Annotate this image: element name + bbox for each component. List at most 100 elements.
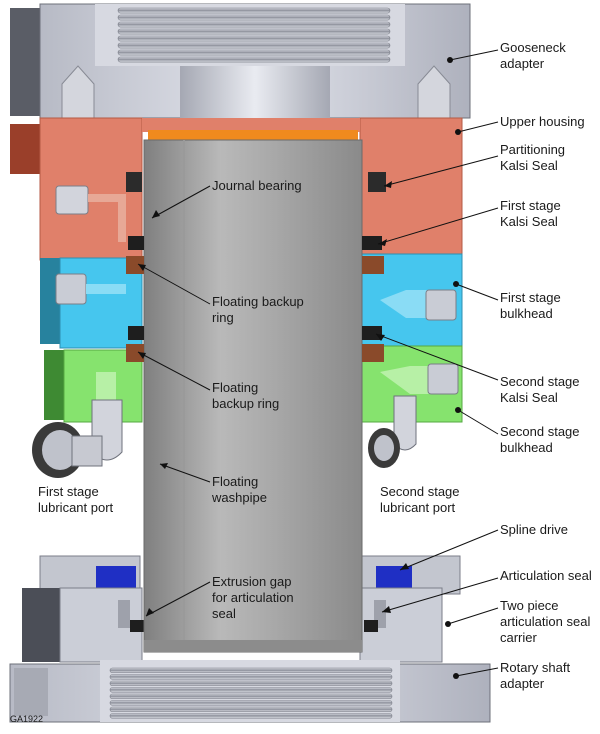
gooseneck-adapter-part <box>10 3 471 119</box>
label-line: ring <box>212 310 234 325</box>
arrow-extrusion-gap <box>146 608 154 616</box>
leader-second-seal <box>375 333 499 381</box>
label-line: adapter <box>500 676 545 691</box>
label-articulation-seal: Articulation seal <box>500 568 592 584</box>
journal-bearing-top <box>148 130 358 140</box>
leader-washpipe <box>159 463 211 483</box>
label-line: Upper housing <box>500 114 585 129</box>
label-line: Kalsi Seal <box>500 158 558 173</box>
leader-articulation-seal <box>381 577 499 613</box>
leader-backup-ring-2 <box>137 351 211 391</box>
upper-housing-top <box>142 118 360 132</box>
thread-ring <box>117 35 391 42</box>
first-port-nut <box>71 435 103 467</box>
arrow-spline-drive <box>400 563 409 570</box>
label-line: First stage <box>500 198 561 213</box>
label-gooseneck-adapter: Gooseneck adapter <box>500 40 566 72</box>
leader-gooseneck <box>449 49 499 61</box>
first-stage-lubricant-port-fitting <box>32 399 123 478</box>
label-line: bulkhead <box>500 440 553 455</box>
label-line: for articulation <box>212 590 294 605</box>
second-stage-seal-right <box>362 326 382 340</box>
arrow-first-seal <box>378 239 387 246</box>
partitioning-seal-left <box>126 172 142 192</box>
washpipe-bottom-lip <box>144 640 362 652</box>
label-line: washpipe <box>212 490 267 505</box>
label-partitioning-kalsi-seal: Partitioning Kalsi Seal <box>500 142 565 174</box>
washpipe-body <box>143 139 363 653</box>
thread-ring <box>117 56 391 63</box>
label-first-stage-lubricant-port: First stage lubricant port <box>38 484 113 516</box>
label-line: lubricant port <box>380 500 456 515</box>
leader-first-seal <box>377 207 499 245</box>
second-bulkhead-right-passage <box>380 366 430 394</box>
floating-washpipe-part <box>143 130 363 653</box>
leader-extrusion-gap <box>145 581 211 617</box>
first-bulkhead-left-passage <box>86 284 126 294</box>
leader-first-bulkhead <box>455 283 499 301</box>
label-extrusion-gap: Extrusion gap for articulation seal <box>212 574 294 622</box>
label-line: bulkhead <box>500 306 553 321</box>
label-first-stage-bulkhead: First stage bulkhead <box>500 290 561 322</box>
arrow-partitioning <box>384 181 392 188</box>
label-second-stage-lubricant-port: Second stage lubricant port <box>380 484 460 516</box>
gooseneck-bore <box>180 66 330 118</box>
first-stage-seal-right <box>362 236 382 250</box>
label-floating-washpipe: Floating washpipe <box>212 474 267 506</box>
label-line: lubricant port <box>38 500 114 515</box>
label-line: carrier <box>500 630 537 645</box>
leader-backup-ring-1 <box>137 263 211 305</box>
rotary-adapter-threads <box>109 667 393 719</box>
backup-ring-1-right <box>362 256 384 274</box>
label-second-stage-kalsi-seal: Second stage Kalsi Seal <box>500 374 580 406</box>
thread-ring <box>109 706 393 712</box>
leader-spline-drive <box>399 529 499 571</box>
thread-ring <box>109 674 393 680</box>
backup-ring-2-right <box>362 344 384 362</box>
rotary-adapter-left-boss <box>14 668 48 716</box>
gooseneck-thread-zone <box>95 4 405 66</box>
label-rotary-shaft-adapter: Rotary shaft adapter <box>500 660 570 692</box>
label-line: Two piece <box>500 598 559 613</box>
label-line: Gooseneck <box>500 40 566 55</box>
upper-port-drill <box>118 194 126 242</box>
label-first-stage-kalsi-seal: First stage Kalsi Seal <box>500 198 561 230</box>
label-line: Second stage <box>500 374 580 389</box>
arrow-articulation-seal <box>382 606 391 613</box>
arrow-journal-bearing <box>152 210 160 218</box>
arrow-backup-ring-2 <box>138 352 146 359</box>
leader-journal-bearing <box>151 185 211 219</box>
second-stage-lubricant-port-fitting <box>368 395 417 468</box>
figure-code: GA1922 <box>10 714 44 724</box>
thread-ring <box>117 7 391 14</box>
leader-lines <box>137 49 499 677</box>
arrow-second-seal <box>376 334 385 341</box>
label-line: Kalsi Seal <box>500 214 558 229</box>
arrow-washpipe <box>160 463 168 469</box>
thread-ring <box>109 713 393 719</box>
upper-port-fitting <box>55 185 89 215</box>
gooseneck-threads <box>117 7 391 63</box>
label-line: Floating <box>212 474 259 489</box>
kalsi-seals <box>126 236 384 362</box>
label-line: Floating <box>212 380 259 395</box>
label-line: seal <box>212 606 236 621</box>
label-line: Second stage <box>500 424 580 439</box>
backup-ring-1-left <box>126 256 144 274</box>
thread-ring <box>109 667 393 673</box>
thread-ring <box>117 14 391 21</box>
leader-upper-housing <box>457 121 499 133</box>
upper-port-passage <box>88 194 124 202</box>
first-bulkhead-left-plug <box>55 273 87 305</box>
dot-upper-housing <box>455 129 461 135</box>
rotary-shaft-adapter-part <box>9 555 491 723</box>
dot-rotary-adapter <box>453 673 459 679</box>
thread-ring <box>109 693 393 699</box>
dot-second-bulkhead <box>455 407 461 413</box>
thread-ring <box>109 700 393 706</box>
dot-carrier <box>445 621 451 627</box>
leader-second-bulkhead <box>457 409 499 435</box>
first-bulkhead-right-passage <box>380 290 428 318</box>
thread-ring <box>117 42 391 49</box>
